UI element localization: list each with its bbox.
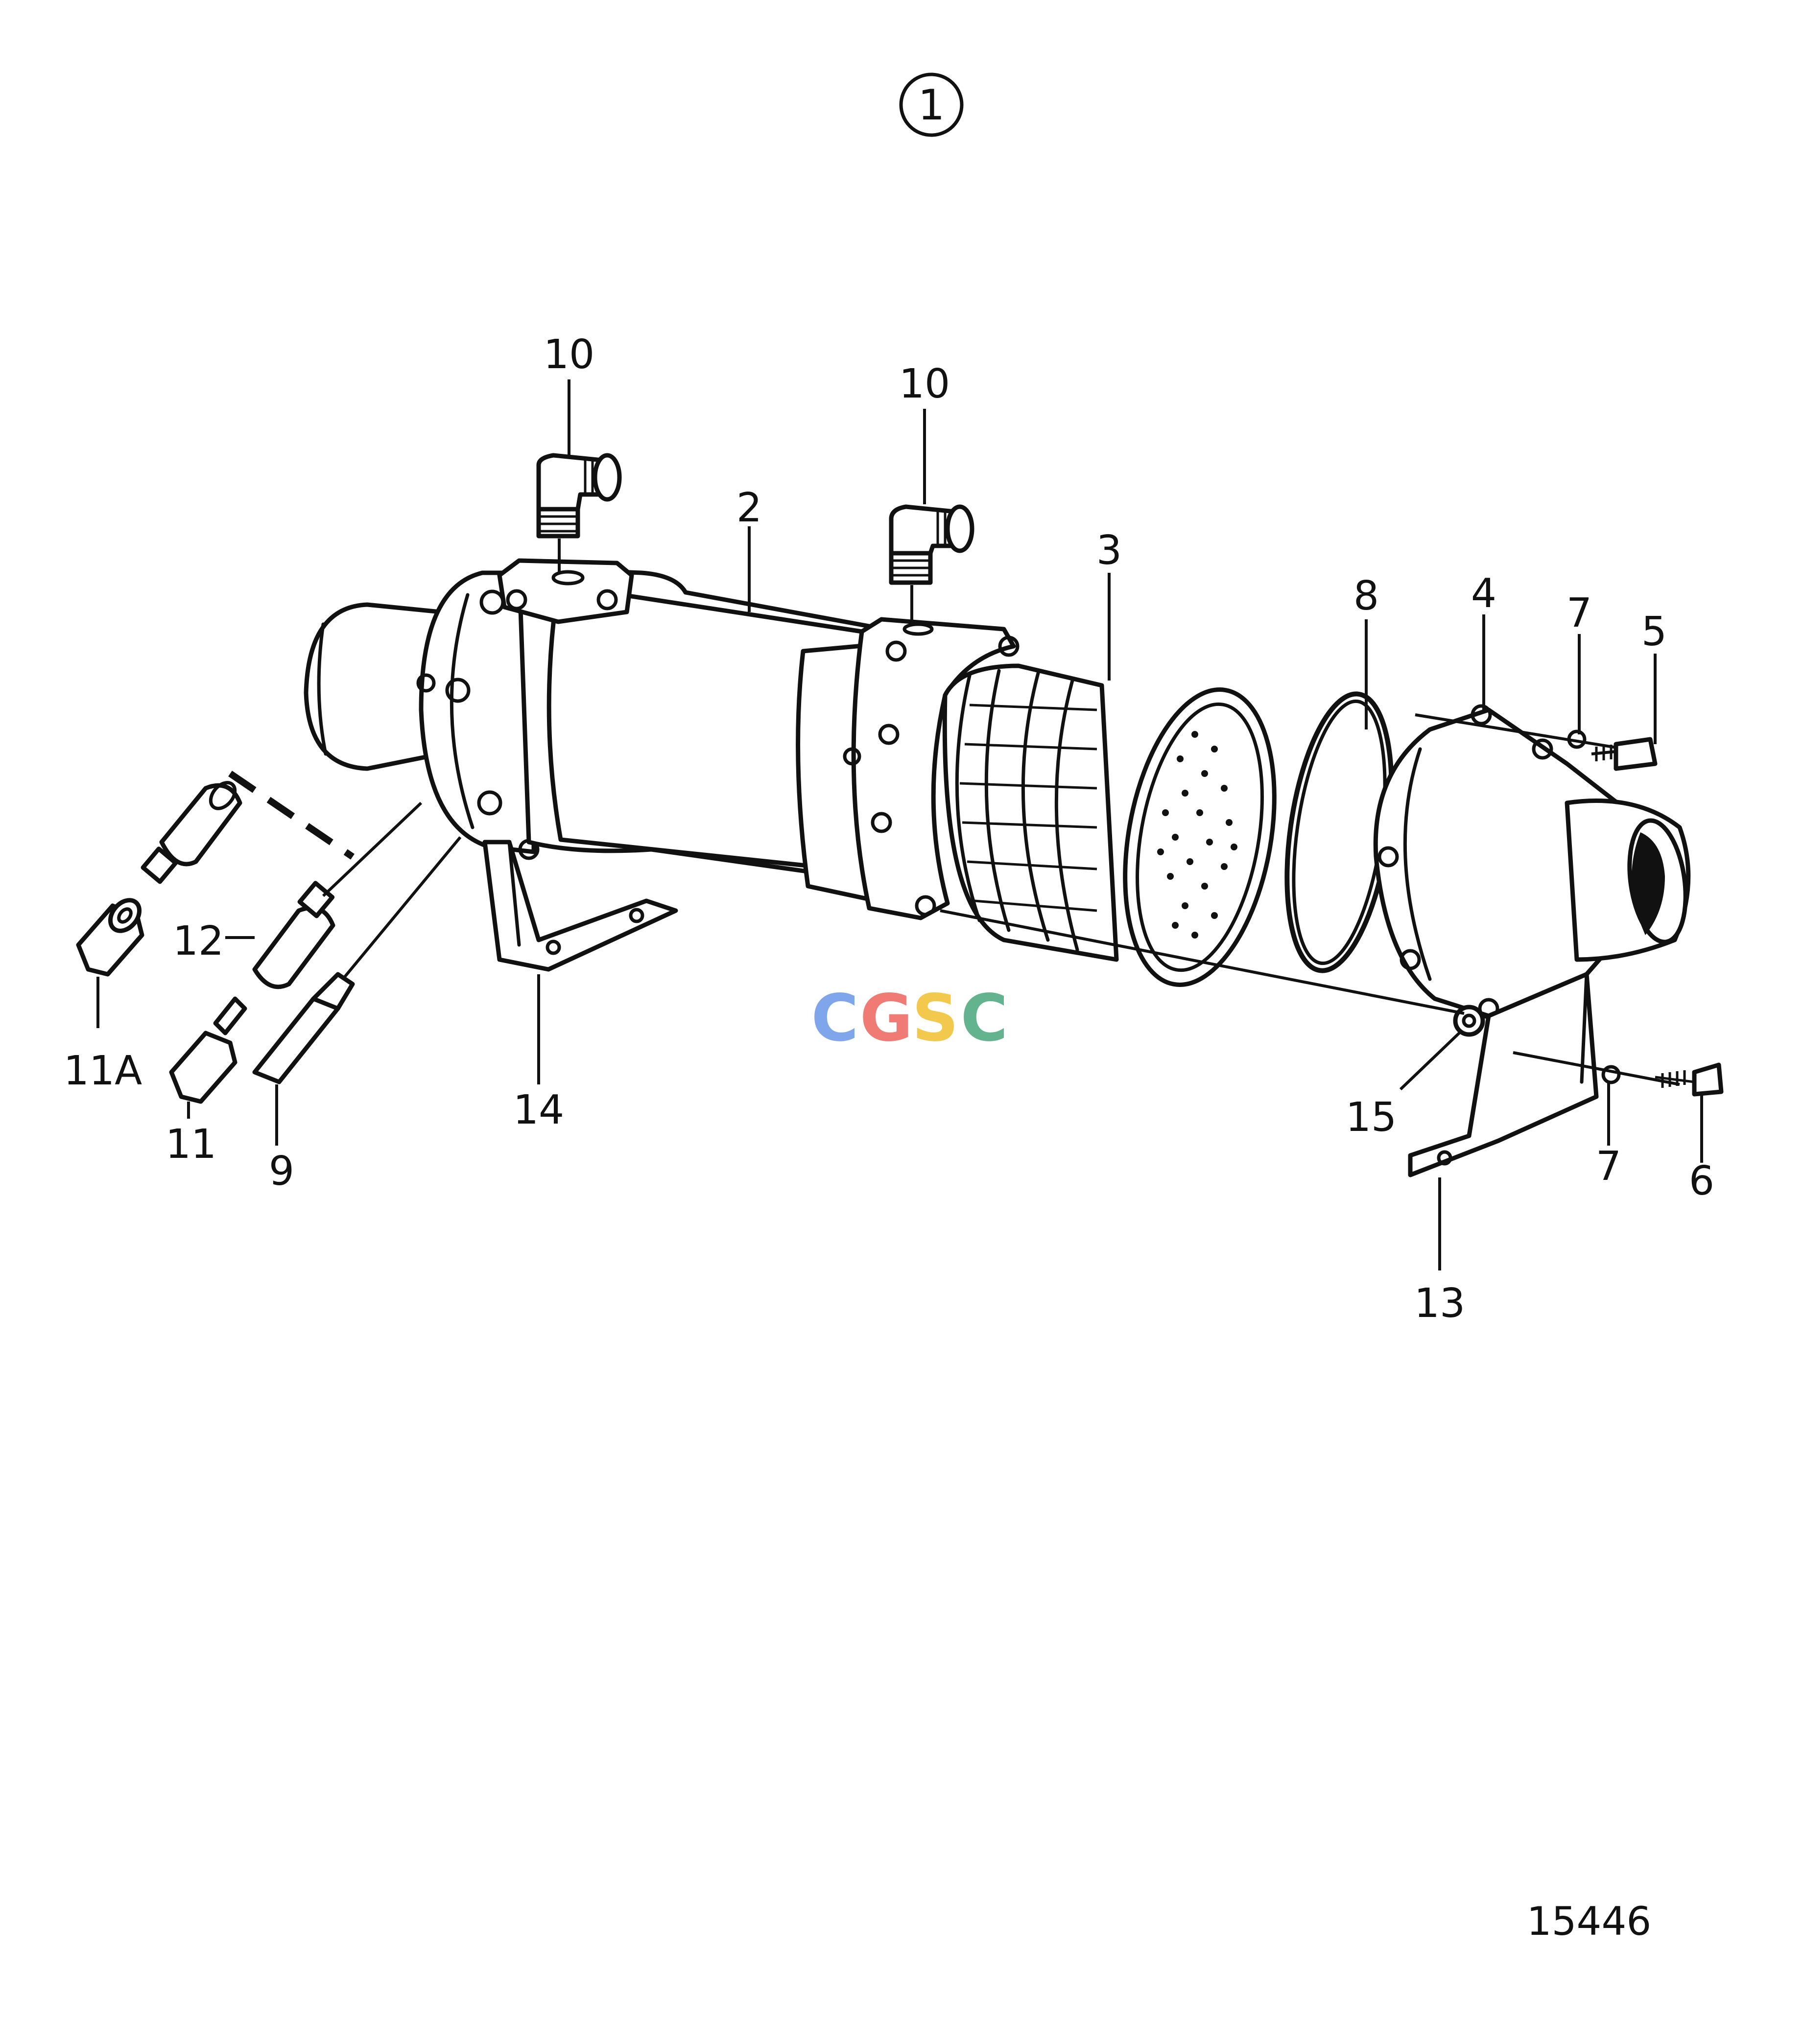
callout-4: 4 — [1471, 570, 1496, 617]
elbow-fitting-right — [889, 504, 974, 622]
watermark-logo: C G S C — [811, 981, 1008, 1056]
elbow-fitting-left — [536, 453, 622, 573]
assembly-dash-line — [228, 771, 355, 860]
watermark-letter-s: S — [912, 981, 958, 1056]
callout-13: 13 — [1414, 1280, 1465, 1327]
assembly-line-plug-12 — [322, 801, 423, 897]
drain-plug-12-upper — [141, 781, 242, 884]
callout-8: 8 — [1353, 573, 1379, 619]
plug-9 — [252, 972, 355, 1084]
assembly-line-plug-9 — [341, 836, 462, 980]
watermark-letter-g: G — [860, 981, 913, 1056]
plug-11 — [169, 996, 247, 1104]
figure-number: 15446 — [1527, 1899, 1652, 1944]
bolt-5 — [1591, 737, 1658, 771]
plug-11A — [76, 898, 144, 977]
view-number: 1 — [918, 81, 945, 130]
washer-7-upper — [1415, 713, 1626, 751]
callout-10-right: 10 — [899, 361, 950, 407]
callout-9: 9 — [269, 1148, 294, 1195]
callout-7-upper: 7 — [1567, 590, 1592, 636]
callout-10-left: 10 — [544, 331, 594, 378]
right-housing-flange — [796, 617, 1020, 920]
callout-7-lower: 7 — [1596, 1143, 1621, 1190]
callout-12: 12 — [173, 918, 224, 964]
bolt-6 — [1655, 1062, 1724, 1097]
washer-7-lower — [1513, 1051, 1680, 1086]
support-bracket-left — [482, 840, 678, 972]
drain-plug-12-lower — [252, 881, 335, 989]
tube-insert — [942, 663, 1277, 987]
left-inlet-pipe — [304, 602, 443, 771]
callout-2: 2 — [736, 485, 762, 531]
callout-6: 6 — [1689, 1158, 1714, 1204]
washer-15 — [940, 909, 1485, 1037]
callout-14: 14 — [513, 1087, 564, 1133]
left-end-cover — [416, 570, 540, 860]
view-number-circle — [899, 72, 964, 137]
callout-15: 15 — [1346, 1094, 1397, 1141]
callout-labels: 10 10 2 3 8 4 7 5 12 11A 11 9 14 15 7 6 … — [64, 331, 1714, 1327]
watermark-letter-c1: C — [811, 981, 859, 1056]
support-bracket-right — [1408, 972, 1599, 1177]
leader-lines — [96, 379, 1703, 1270]
callout-11A: 11A — [64, 1048, 142, 1094]
callout-3: 3 — [1096, 527, 1122, 574]
callout-5: 5 — [1641, 609, 1667, 655]
watermark-letter-c2: C — [961, 981, 1008, 1056]
heat-exchanger-housing — [497, 558, 879, 884]
callout-11: 11 — [166, 1121, 216, 1168]
right-end-cover — [1373, 704, 1691, 1019]
view-number-badge: 1 — [899, 72, 964, 137]
